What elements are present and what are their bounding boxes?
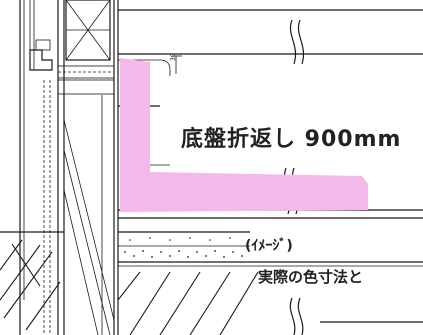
base-fold-label: 底盤折返し 900mm: [181, 127, 402, 152]
earth-hatch-left: [0, 239, 61, 331]
post-x-box: [65, 0, 111, 61]
concrete-strip: [57, 65, 115, 95]
ground-section: [0, 231, 423, 335]
upper-slab: [118, 9, 423, 76]
frame-lines: [57, 0, 119, 335]
earth-hatch-bottom: [117, 271, 259, 335]
dimension-label: 30: [170, 53, 177, 61]
image-tag-label: (ｲﾒｰｼﾞ): [245, 238, 293, 254]
gravel-fill: [124, 237, 243, 258]
base-fold-highlight: [120, 58, 368, 212]
color-note-label: 実際の色寸法と: [258, 268, 364, 286]
